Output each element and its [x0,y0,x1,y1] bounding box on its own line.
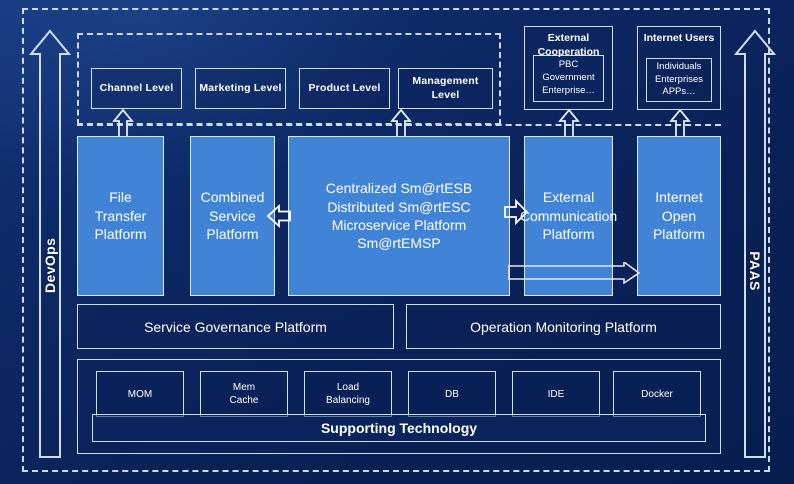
internet-users-group[interactable]: Internet Users Individuals Enterprises A… [637,26,721,110]
platform-esb-esc-emsp[interactable]: Centralized Sm@rtESB Distributed Sm@rtES… [288,136,510,296]
platform-line: File [109,189,132,206]
levels-separator-line [77,124,721,126]
tech-box-mem-cache[interactable]: Mem Cache [200,371,288,417]
platform-line: Centralized Sm@rtESB [325,180,473,197]
operation-monitoring-platform[interactable]: Operation Monitoring Platform [406,304,721,349]
platform-line: Communication [519,207,618,224]
operation-monitoring-label: Operation Monitoring Platform [470,318,657,335]
platform-line: Platform [94,226,147,243]
external-cooperation-items: PBC Government Enterprise… [533,55,604,102]
tech-label: DB [445,388,459,400]
paas-arrow: PAAS [733,28,777,460]
paas-label: PAAS [747,251,763,291]
platform-external-communication[interactable]: External Communication Platform [520,136,617,296]
platform-line: Service [209,207,256,224]
service-governance-label: Service Governance Platform [144,318,327,335]
level-label: Channel Level [99,81,174,94]
level-box-product[interactable]: Product Level [299,68,390,109]
tech-box-ide[interactable]: IDE [512,371,600,417]
level-label: Product Level [308,81,381,94]
tech-box-docker[interactable]: Docker [613,371,701,417]
platform-line: Internet [655,189,703,206]
tech-box-load-balancing[interactable]: Load Balancing [304,371,392,417]
level-box-marketing[interactable]: Marketing Level [195,68,286,109]
platform-line: Microservice Platform Sm@rtEMSP [331,217,467,252]
platform-line: Combined [200,189,265,206]
supporting-technology-label: Supporting Technology [320,420,478,436]
tech-box-mom[interactable]: MOM [96,371,184,417]
platform-line: Platform [652,226,706,243]
tech-label: MOM [127,388,153,400]
platform-line: Platform [542,226,595,243]
devops-label: DevOps [42,237,58,293]
level-box-management[interactable]: Management Level [398,68,493,109]
platform-line: Transfer [94,207,147,224]
tech-label: Cache [229,395,259,406]
external-cooperation-group[interactable]: External Cooperation PBC Government Ente… [524,26,613,110]
service-governance-platform[interactable]: Service Governance Platform [77,304,394,349]
arrow-esb-to-combined-service [266,203,292,229]
internet-users-items: Individuals Enterprises APPs… [646,58,712,102]
platform-internet-open[interactable]: Internet Open Platform [637,136,721,296]
outer-dashed-frame [22,8,770,472]
platform-line: Platform [206,226,259,243]
tech-label: IDE [547,388,565,400]
platform-line: Open [661,207,697,224]
devops-arrow: DevOps [28,28,72,460]
platform-file-transfer[interactable]: File Transfer Platform [77,136,164,296]
level-label: Management Level [412,75,479,101]
level-label: Marketing Level [199,81,282,94]
arrow-esb-to-external-comm [503,197,529,227]
platform-line: External [542,189,595,206]
tech-box-db[interactable]: DB [408,371,496,417]
tech-label: Mem [232,382,256,393]
tech-label: Load [336,382,360,393]
platform-line: Distributed Sm@rtESC [327,198,471,215]
level-box-channel[interactable]: Channel Level [91,68,182,109]
external-cooperation-title: External Cooperation [537,32,600,58]
platform-combined-service[interactable]: Combined Service Platform [190,136,275,296]
tech-label: Balancing [326,395,370,406]
internet-users-title: Internet Users [643,32,715,44]
tech-label: Docker [641,388,673,400]
supporting-technology-bar[interactable]: Supporting Technology [92,414,706,442]
arrow-esb-to-internet-open [508,262,640,284]
